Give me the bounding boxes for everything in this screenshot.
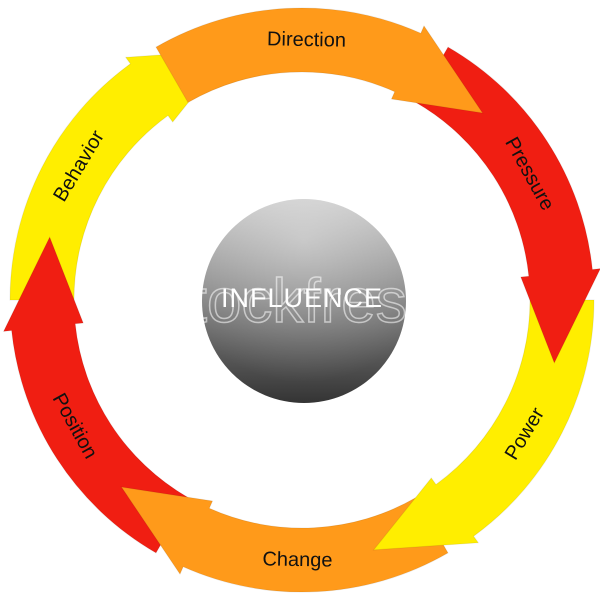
center-node: stockfresh INFLUENCE [158,199,442,403]
arrow-segment-change: Change [120,486,449,593]
arrow-segment-behavior: Behavior [9,49,232,301]
segment-label: Direction [267,28,346,51]
arrow-shape [155,7,484,114]
watermark-text: stockfresh [159,267,442,336]
arrow-shape [415,46,600,365]
segment-label: Change [262,548,332,571]
center-circle-shine [202,199,406,403]
arrow-shape [120,486,449,593]
arrow-segment-position: Position [2,235,189,554]
arrow-segment-direction: Direction [155,7,484,114]
arrow-segment-power: Power [372,299,595,551]
arrow-shape [372,299,595,551]
arrow-shape [2,235,189,554]
arrow-segment-pressure: Pressure [415,46,600,365]
center-label: INFLUENCE [221,283,383,313]
